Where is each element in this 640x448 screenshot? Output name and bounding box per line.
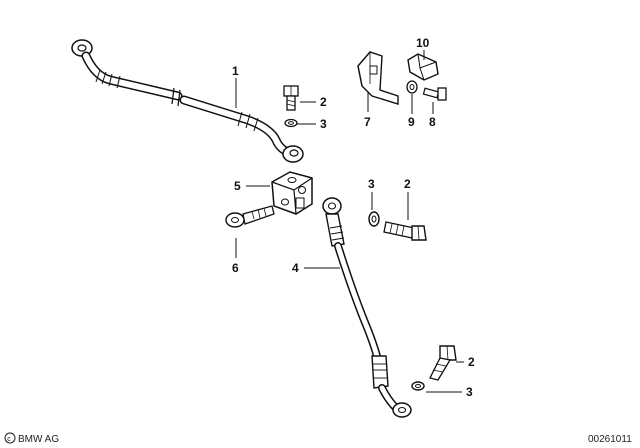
callouts: 1 2 3 7 9 8 10 5 3 2 6 4 2 3 [232,36,475,399]
leader-lines [235,50,464,393]
callout-9: 9 [408,115,415,129]
washer-bottom[interactable] [411,381,425,391]
banjo-bolt-bottom[interactable] [429,345,457,381]
screw-part-8[interactable] [422,87,447,101]
brand-label: BMW AG [18,434,59,445]
callout-7: 7 [364,115,371,129]
callout-3-mid: 3 [368,177,375,191]
washer-mid[interactable] [368,211,380,227]
callout-10: 10 [416,36,430,50]
banjo-bolt-top[interactable] [283,85,299,111]
clip-part-10[interactable] [407,53,439,81]
washer-part-9[interactable] [406,80,418,94]
brake-hose-part-4[interactable] [322,197,412,418]
callout-2-top: 2 [320,95,327,109]
bracket-part-7[interactable] [357,51,399,105]
callout-3-bottom: 3 [466,385,473,399]
callout-4: 4 [292,261,299,275]
callout-3-top: 3 [320,117,327,131]
screw-part-6[interactable] [225,205,275,228]
callout-5: 5 [234,179,241,193]
callout-2-mid: 2 [404,177,411,191]
callout-1: 1 [232,64,239,78]
callout-8: 8 [429,115,436,129]
washer-top[interactable] [284,118,298,128]
callout-2-bottom: 2 [468,355,475,369]
diagram-number: 00261011 [588,434,632,445]
banjo-bolt-mid[interactable] [383,221,427,241]
distributor-part-5[interactable] [271,171,313,215]
footer: c BMW AG 00261011 [4,432,632,445]
brake-line-part-1[interactable] [71,39,304,163]
copyright-icon [4,432,16,444]
callout-6: 6 [232,261,239,275]
copyright-icon-letter: c [7,436,11,443]
